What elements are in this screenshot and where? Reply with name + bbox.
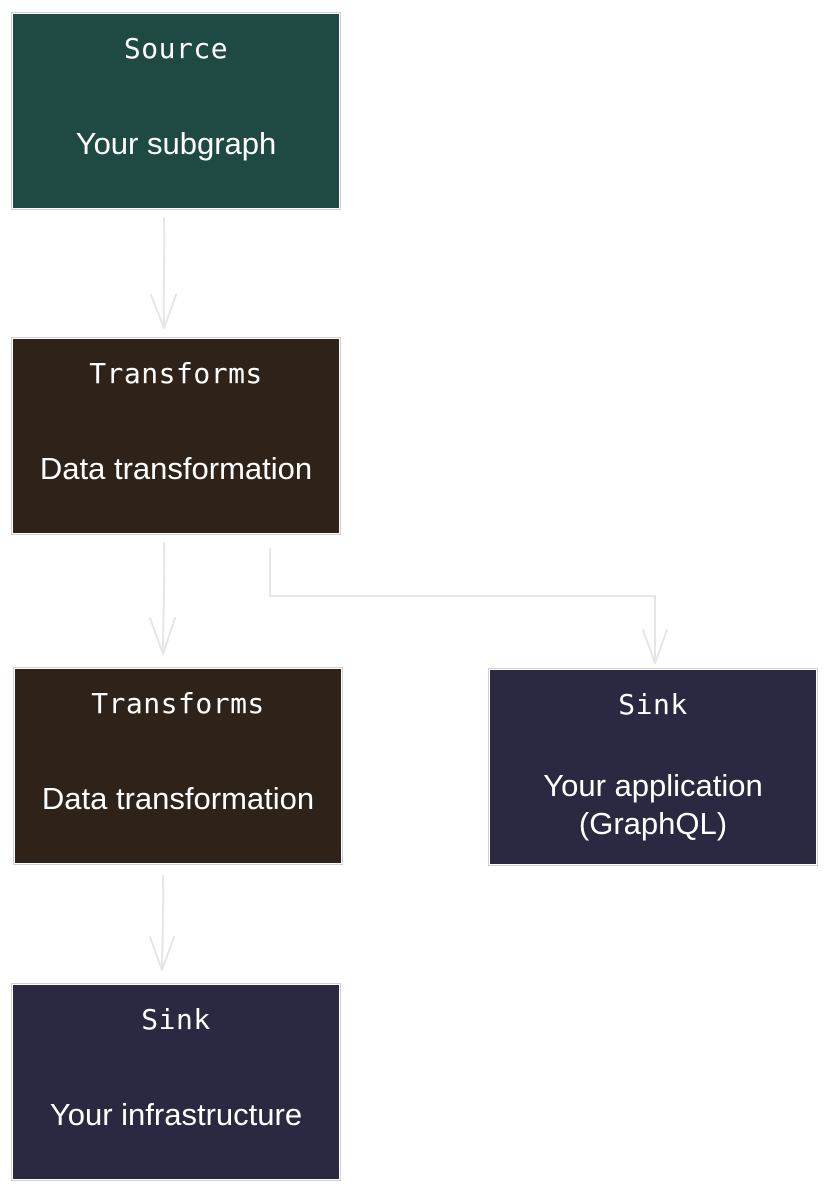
transforms-1-subtitle: Data transformation <box>39 451 313 486</box>
transforms-2-subtitle: Data transformation <box>41 781 315 816</box>
sink-app-subtitle: Your application (GraphQL) <box>543 767 762 843</box>
sink-app-subtitle-line1: Your application <box>543 768 763 803</box>
source-subtitle: Your subgraph <box>75 126 277 161</box>
transforms-1-title: Transforms <box>89 357 263 390</box>
source-title: Source <box>123 32 229 65</box>
sink-infra-title: Sink <box>141 1003 211 1036</box>
sink-app-node: Sink Your application (GraphQL) <box>489 669 817 865</box>
arrow-transforms-to-transforms <box>149 542 176 655</box>
arrow-source-to-transforms <box>150 217 177 329</box>
transforms-2-title: Transforms <box>91 687 265 720</box>
sink-app-subtitle-line2: (GraphQL) <box>578 806 728 841</box>
sink-infra-node: Sink Your infrastructure <box>12 984 340 1180</box>
sink-infra-subtitle: Your infrastructure <box>49 1097 303 1132</box>
source-node: Source Your subgraph <box>12 13 340 209</box>
transforms-node-1: Transforms Data transformation <box>12 338 340 534</box>
transforms-node-2: Transforms Data transformation <box>14 668 342 864</box>
sink-app-title: Sink <box>618 688 688 721</box>
arrow-transforms-to-sink-app <box>269 548 668 664</box>
arrow-transforms-to-sink-infra <box>149 875 175 971</box>
